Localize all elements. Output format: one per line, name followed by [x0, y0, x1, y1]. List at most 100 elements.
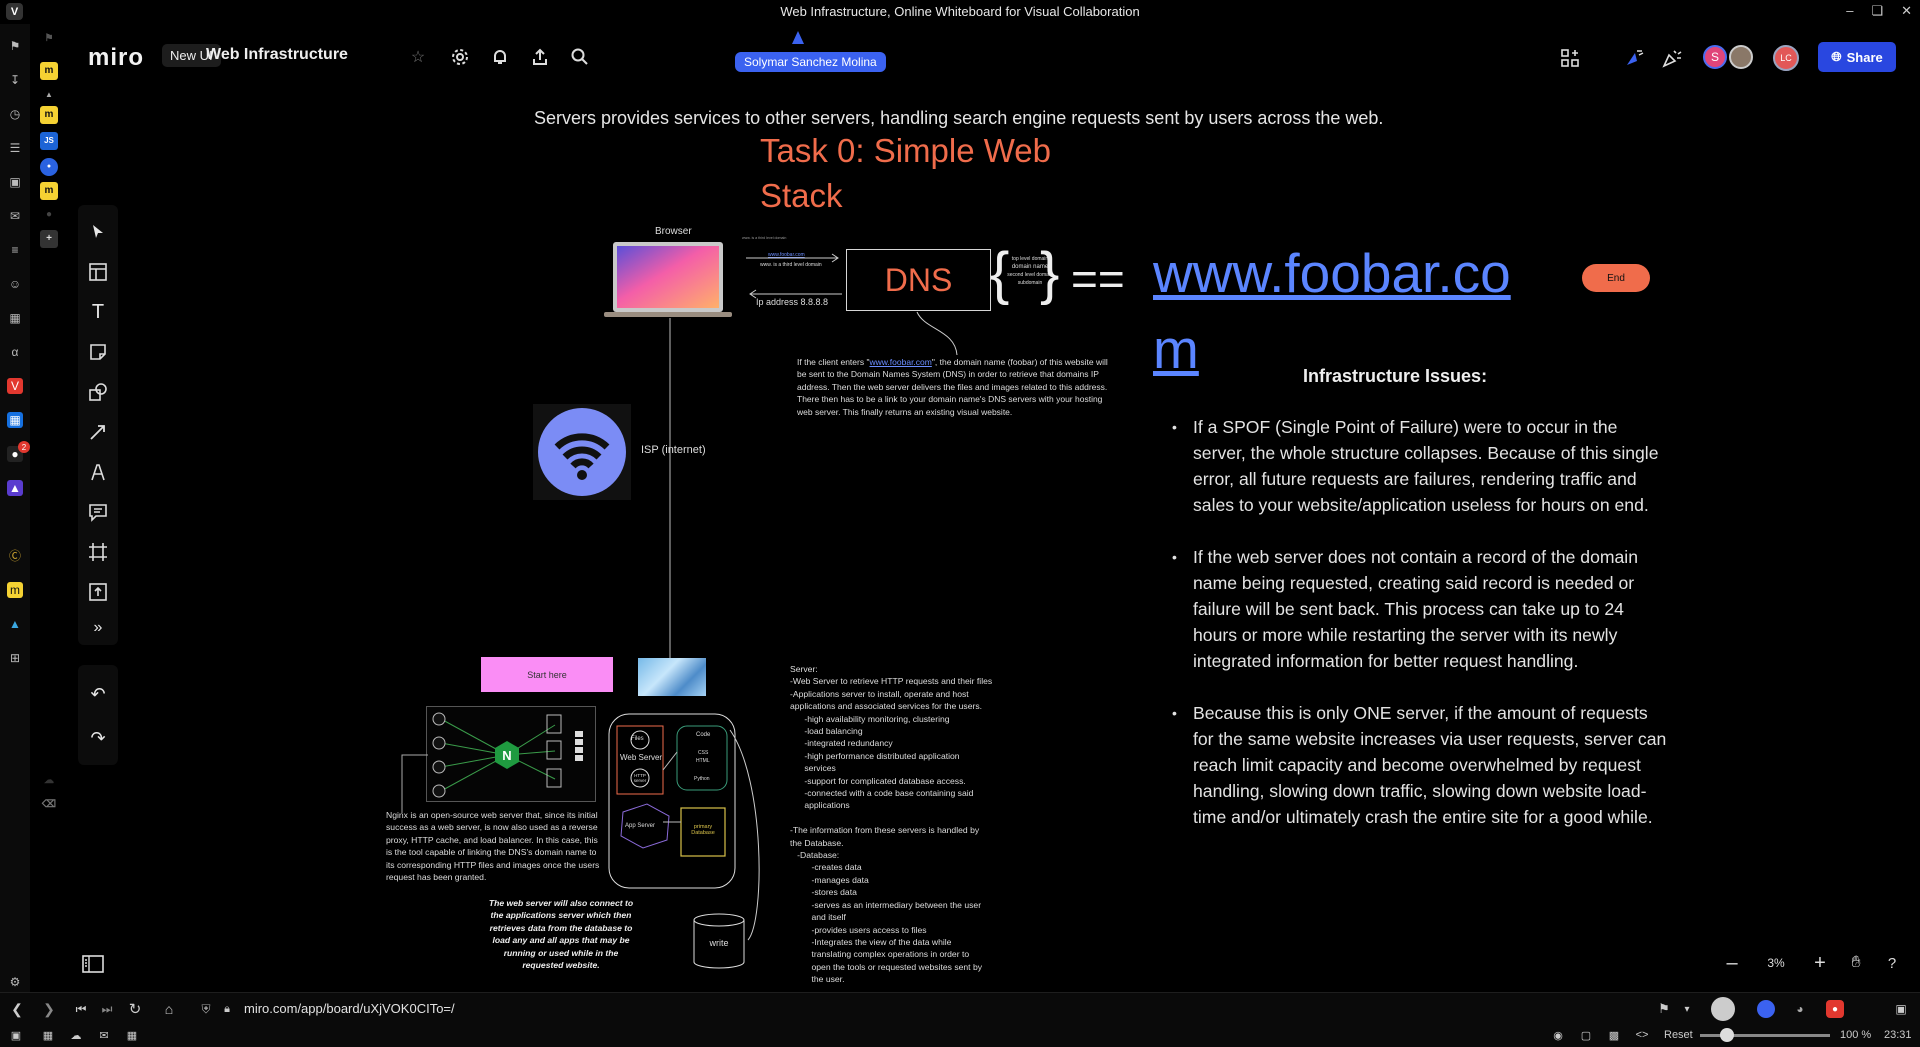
code-icon[interactable]: <> [1635, 1029, 1649, 1041]
bell-icon[interactable] [488, 45, 512, 69]
window-icon[interactable]: ▣ [9, 175, 21, 189]
page-zoom-slider-handle[interactable] [1720, 1028, 1734, 1042]
tab-circle[interactable]: ● [40, 158, 58, 176]
extension-blue-icon[interactable] [1757, 1000, 1775, 1018]
vivaldi-red-icon[interactable]: V [7, 378, 23, 394]
connector-arrow-icon[interactable] [78, 417, 118, 447]
profile-avatar[interactable] [1711, 997, 1735, 1021]
zoom-in-icon[interactable]: + [1814, 951, 1826, 974]
text-tool-icon[interactable]: T [91, 300, 105, 323]
upload-icon[interactable] [78, 577, 118, 607]
bookmark-toggle-icon[interactable]: ⚑ [1658, 1001, 1670, 1016]
tab-home-icon[interactable]: ⚑ [44, 33, 54, 44]
dns-explain-link[interactable]: www.foobar.com [869, 357, 932, 367]
tiling-icon[interactable]: ▦ [42, 1029, 54, 1042]
select-cursor-icon[interactable] [78, 217, 118, 247]
restore-icon[interactable]: ❏ [1871, 3, 1884, 18]
tab-js[interactable]: JS [40, 132, 58, 150]
zoom-level[interactable]: 3% [1767, 956, 1785, 970]
contacts-icon[interactable]: ☺ [8, 277, 22, 291]
forward-icon[interactable]: ❯ [43, 1000, 55, 1017]
image-icon[interactable]: ▩ [1608, 1029, 1620, 1042]
cloud-app-icon[interactable]: ▲ [9, 617, 21, 631]
miro-panel-icon[interactable]: m [7, 582, 23, 598]
calendar-status-icon[interactable]: ▦ [126, 1029, 138, 1042]
shield-icon[interactable]: ⛨ [201, 1001, 211, 1016]
trash-icon[interactable]: ⌫ [41, 799, 57, 810]
server-line: applications and associated services for… [790, 701, 983, 712]
mail-status-icon[interactable]: ✉ [99, 1029, 109, 1042]
reset-zoom-button[interactable]: Reset [1664, 1029, 1693, 1041]
cloud-sync-icon[interactable]: ☁ [70, 1029, 82, 1042]
apps-icon[interactable] [1558, 46, 1582, 70]
tab-add-icon[interactable]: + [40, 230, 58, 248]
calendar-icon[interactable]: ▦ [9, 311, 21, 325]
reload-icon[interactable]: ↻ [128, 1001, 142, 1018]
mail-icon[interactable]: ✉ [9, 209, 21, 223]
pen-icon[interactable] [78, 457, 118, 487]
celebrate-icon[interactable] [1660, 46, 1684, 70]
frame-icon[interactable] [78, 537, 118, 567]
camera-icon[interactable]: ◉ [1553, 1029, 1563, 1042]
board-panel-icon[interactable] [78, 951, 108, 977]
tab-miro-2[interactable]: m [40, 106, 58, 124]
pointer-share-icon[interactable] [1622, 46, 1646, 70]
bookmark-icon[interactable]: ⚑ [9, 39, 21, 53]
extension-red-icon[interactable]: ● [1826, 1000, 1844, 1018]
app-purple-icon[interactable]: ▲ [7, 480, 23, 496]
vivaldi-logo-icon[interactable]: V [6, 3, 23, 20]
close-icon[interactable]: ✕ [1901, 3, 1912, 18]
tiny-url-link[interactable]: www.foobar.com [768, 252, 805, 258]
zoom-out-icon[interactable]: – [1726, 951, 1738, 974]
fast-forward-icon[interactable]: ⏭︎ [101, 1001, 113, 1016]
tab-github-icon[interactable]: ● [45, 209, 53, 220]
help-icon[interactable]: ? [1887, 954, 1897, 972]
dropdown-icon[interactable]: ▾ [1684, 1003, 1690, 1015]
window-status-icon[interactable]: ▢ [1580, 1029, 1592, 1042]
miro-logo[interactable]: miro [88, 44, 145, 71]
coin-icon[interactable]: Ⓒ [8, 549, 21, 563]
page-zoom-slider[interactable] [1700, 1034, 1830, 1037]
notes-icon[interactable]: ☰ [9, 141, 21, 155]
add-panel-icon[interactable]: ⊞ [9, 651, 21, 665]
panel-toggle-icon[interactable]: ▣ [10, 1029, 22, 1042]
trello-icon[interactable]: ▦ [7, 412, 23, 428]
sticky-note-icon[interactable] [78, 337, 118, 367]
gear-icon[interactable] [448, 45, 472, 69]
url-field[interactable]: miro.com/app/board/uXjVOK0CITo=/ [244, 1001, 455, 1016]
redo-icon[interactable]: ↷ [90, 727, 106, 748]
translate-icon[interactable]: α [11, 345, 19, 359]
minimize-icon[interactable]: – [1846, 3, 1854, 18]
tab-miro-1[interactable]: m [40, 62, 58, 80]
star-icon[interactable]: ☆ [410, 49, 426, 66]
avatar-lc[interactable]: LC [1773, 45, 1799, 71]
tab-miro-3[interactable]: m [40, 182, 58, 200]
history-icon[interactable]: ◷ [9, 107, 21, 121]
extension-glasses-icon[interactable]: ◕ [1796, 1002, 1804, 1016]
new-ui-badge[interactable]: New UI [162, 44, 221, 67]
download-icon[interactable]: ↧ [9, 73, 21, 87]
db-write-connector [729, 729, 760, 941]
avatar-photo[interactable] [1729, 45, 1753, 69]
feed-icon[interactable]: ≡ [11, 243, 19, 257]
share-button[interactable]: 🌐︎Share [1818, 42, 1896, 72]
templates-icon[interactable] [78, 257, 118, 287]
shapes-icon[interactable] [78, 377, 118, 407]
undo-icon[interactable]: ↶ [90, 683, 106, 704]
comment-icon[interactable] [78, 497, 118, 527]
avatar-s[interactable]: S [1703, 45, 1727, 69]
tab-collapse-icon[interactable]: ▲ [45, 90, 53, 99]
search-icon[interactable] [568, 45, 592, 69]
export-icon[interactable] [528, 45, 552, 69]
home-icon[interactable]: ⌂ [164, 1001, 174, 1017]
hand-icon[interactable]: ✋︎ [1851, 954, 1861, 971]
extensions-puzzle-icon[interactable]: ▣ [1895, 1002, 1907, 1016]
more-tools-icon[interactable]: » [93, 619, 103, 636]
settings-icon[interactable]: ⚙ [9, 975, 21, 989]
lock-icon[interactable]: 🔒︎ [224, 1002, 230, 1015]
cloud-icon[interactable]: ☁ [44, 775, 54, 786]
foobar-link[interactable]: www.foobar.com [1153, 242, 1511, 380]
rewind-icon[interactable]: ⏮︎ [75, 1001, 87, 1016]
board-title[interactable]: Web Infrastructure [206, 46, 348, 63]
back-icon[interactable]: ❮ [11, 1000, 23, 1017]
